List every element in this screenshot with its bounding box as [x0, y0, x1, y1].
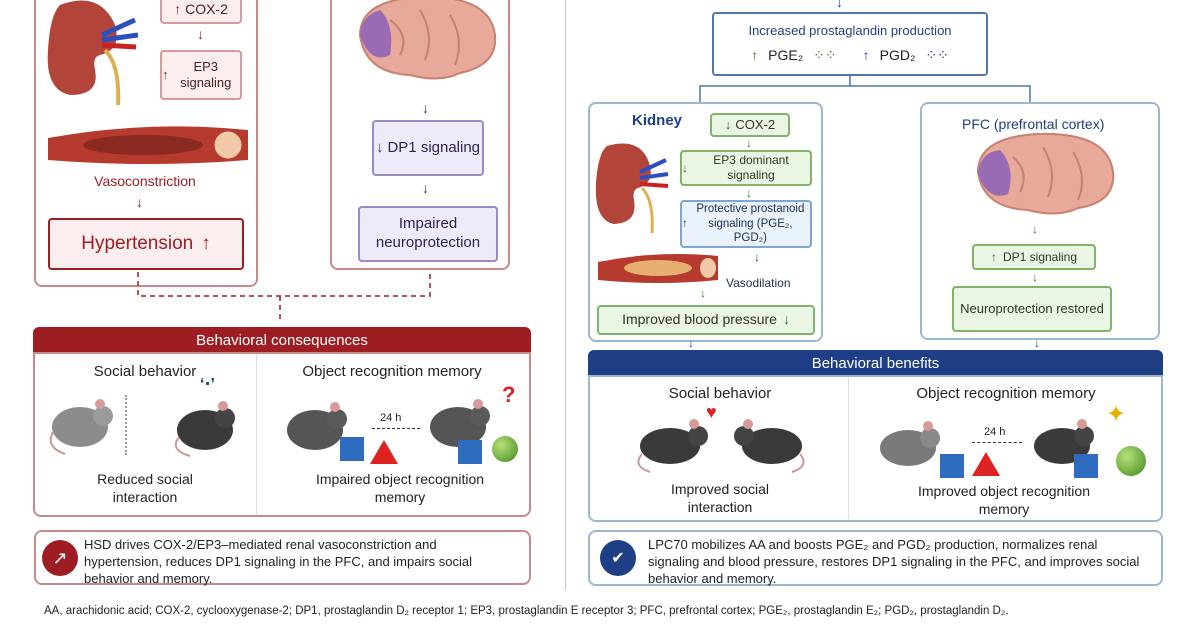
neuroprotection-box: Impaired neuroprotection [358, 206, 498, 262]
right-summary-text: LPC70 mobilizes AA and boosts PGE₂ and P… [648, 537, 1140, 586]
arrow-down-icon: ↓ [136, 194, 143, 210]
arrow-down-icon: ↓ [746, 136, 752, 150]
prostaglandin-box: Increased prostaglandin production ↑PGE₂… [712, 12, 988, 76]
protective-box: ↑Protective prostanoid signaling (PGE₂, … [680, 200, 812, 248]
time-label: 24 h [984, 426, 1006, 438]
trend-up-icon: ↗ [42, 540, 78, 576]
mouse-icon [430, 399, 490, 447]
shield-icon: ✔ [600, 540, 636, 576]
question-mark-icon: ? [502, 382, 516, 407]
kidney-icon [595, 143, 669, 233]
separator-line [125, 395, 127, 455]
mouse-icon [880, 421, 940, 466]
pyramid-icon [370, 440, 398, 464]
right-neuro-box: Neuroprotection restored [952, 286, 1112, 332]
right-social-title: Social behavior [668, 385, 772, 402]
vasoconstriction-label: Vasoconstriction [94, 173, 196, 189]
right-social-result-text: Improved social interaction [670, 481, 770, 516]
molecule-icon: ⁘⁘ [813, 47, 837, 64]
blood-pressure-box: Improved blood pressure↓ [597, 305, 815, 335]
dp1-box: ↓DP1 signaling [372, 120, 484, 176]
blood-vessel-icon [598, 254, 718, 283]
blood-vessel-icon [48, 126, 248, 164]
arrow-down-icon: ↓ [836, 0, 843, 10]
distress-icon: ‘⋅’ [200, 376, 215, 393]
panel-divider [848, 377, 849, 519]
right-summary-panel [588, 530, 1163, 586]
time-label: 24 h [380, 412, 402, 424]
mouse-icon [734, 419, 805, 473]
social-result: Reduced social interaction [40, 470, 250, 506]
arrow-down-icon: ↓ [1034, 336, 1040, 350]
hypertension-box: Hypertension↑ [48, 218, 244, 270]
ep3-box: ↑EP3 signaling [160, 50, 242, 100]
dashed-connector [137, 272, 431, 320]
prostaglandin-title: Increased prostaglandin production [748, 23, 952, 39]
cube-icon [1074, 454, 1098, 478]
arrow-down-icon: ↓ [700, 286, 706, 300]
object-recognition-title: Object recognition memory [302, 363, 482, 380]
mouse-icon [637, 419, 708, 473]
panel-divider [256, 354, 257, 514]
dashed-arrow [372, 428, 420, 429]
panel-divider [565, 0, 566, 590]
pge2-label: PGE₂ [768, 47, 804, 64]
molecule-icon: ⁘⁘ [925, 47, 949, 64]
arrow-down-icon: ↓ [688, 336, 694, 350]
arrow-down-icon: ↓ [422, 180, 429, 196]
dashed-arrow [972, 442, 1022, 443]
pfc-title: PFC (prefrontal cortex) [962, 116, 1105, 132]
arrow-down-icon: ↓ [422, 100, 429, 116]
right-cox2-box: ↓COX-2 [710, 113, 790, 137]
mouse-icon [287, 402, 347, 450]
sparkle-icon: ✦ [1106, 401, 1127, 428]
brain-icon [358, 0, 497, 80]
pgd2-label: PGD₂ [879, 47, 916, 64]
right-social-result: Improved social interaction [600, 480, 840, 516]
arrow-down-icon: ↓ [746, 186, 752, 200]
social-behavior-title: Social behavior [93, 363, 197, 380]
branch-connector [699, 76, 1031, 102]
heart-icon: ♥ [706, 402, 717, 422]
left-summary-panel [34, 530, 531, 585]
sphere-icon [492, 436, 518, 462]
cube-icon [458, 440, 482, 464]
abbreviation-footnote: AA, arachidonic acid; COX-2, cyclooxygen… [44, 605, 1009, 617]
right-ep3-box: ↓EP3 dominant signaling [680, 150, 812, 186]
object-result: Impaired object recognition memory [315, 471, 485, 506]
social-result-text: Reduced social interaction [97, 471, 193, 506]
left-summary-text: HSD drives COX-2/EP3–mediated renal vaso… [84, 537, 473, 586]
mouse-icon [174, 401, 235, 457]
cube-icon [940, 454, 964, 478]
arrow-down-icon: ↓ [197, 26, 204, 42]
behavioral-consequences-header: Behavioral consequences [33, 327, 531, 353]
vasodilation-label: Vasodilation [726, 276, 791, 290]
right-object-title: Object recognition memory [916, 385, 1096, 402]
kidney-icon [47, 0, 139, 106]
right-object-result: Improved object recognition memory [918, 483, 1090, 518]
pyramid-icon [972, 452, 1000, 476]
brain-icon [976, 132, 1115, 215]
sphere-icon [1116, 446, 1146, 476]
arrow-down-icon: ↓ [754, 250, 760, 264]
kidney-title: Kidney [632, 112, 683, 129]
arrow-down-icon: ↓ [1032, 270, 1038, 284]
mouse-icon [49, 399, 113, 455]
behavioral-benefits-header: Behavioral benefits [588, 350, 1163, 376]
cube-icon [340, 437, 364, 461]
right-dp1-box: ↑DP1 signaling [972, 244, 1096, 270]
cox2-box: ↑COX-2 [160, 0, 242, 24]
arrow-down-icon: ↓ [1032, 222, 1038, 236]
